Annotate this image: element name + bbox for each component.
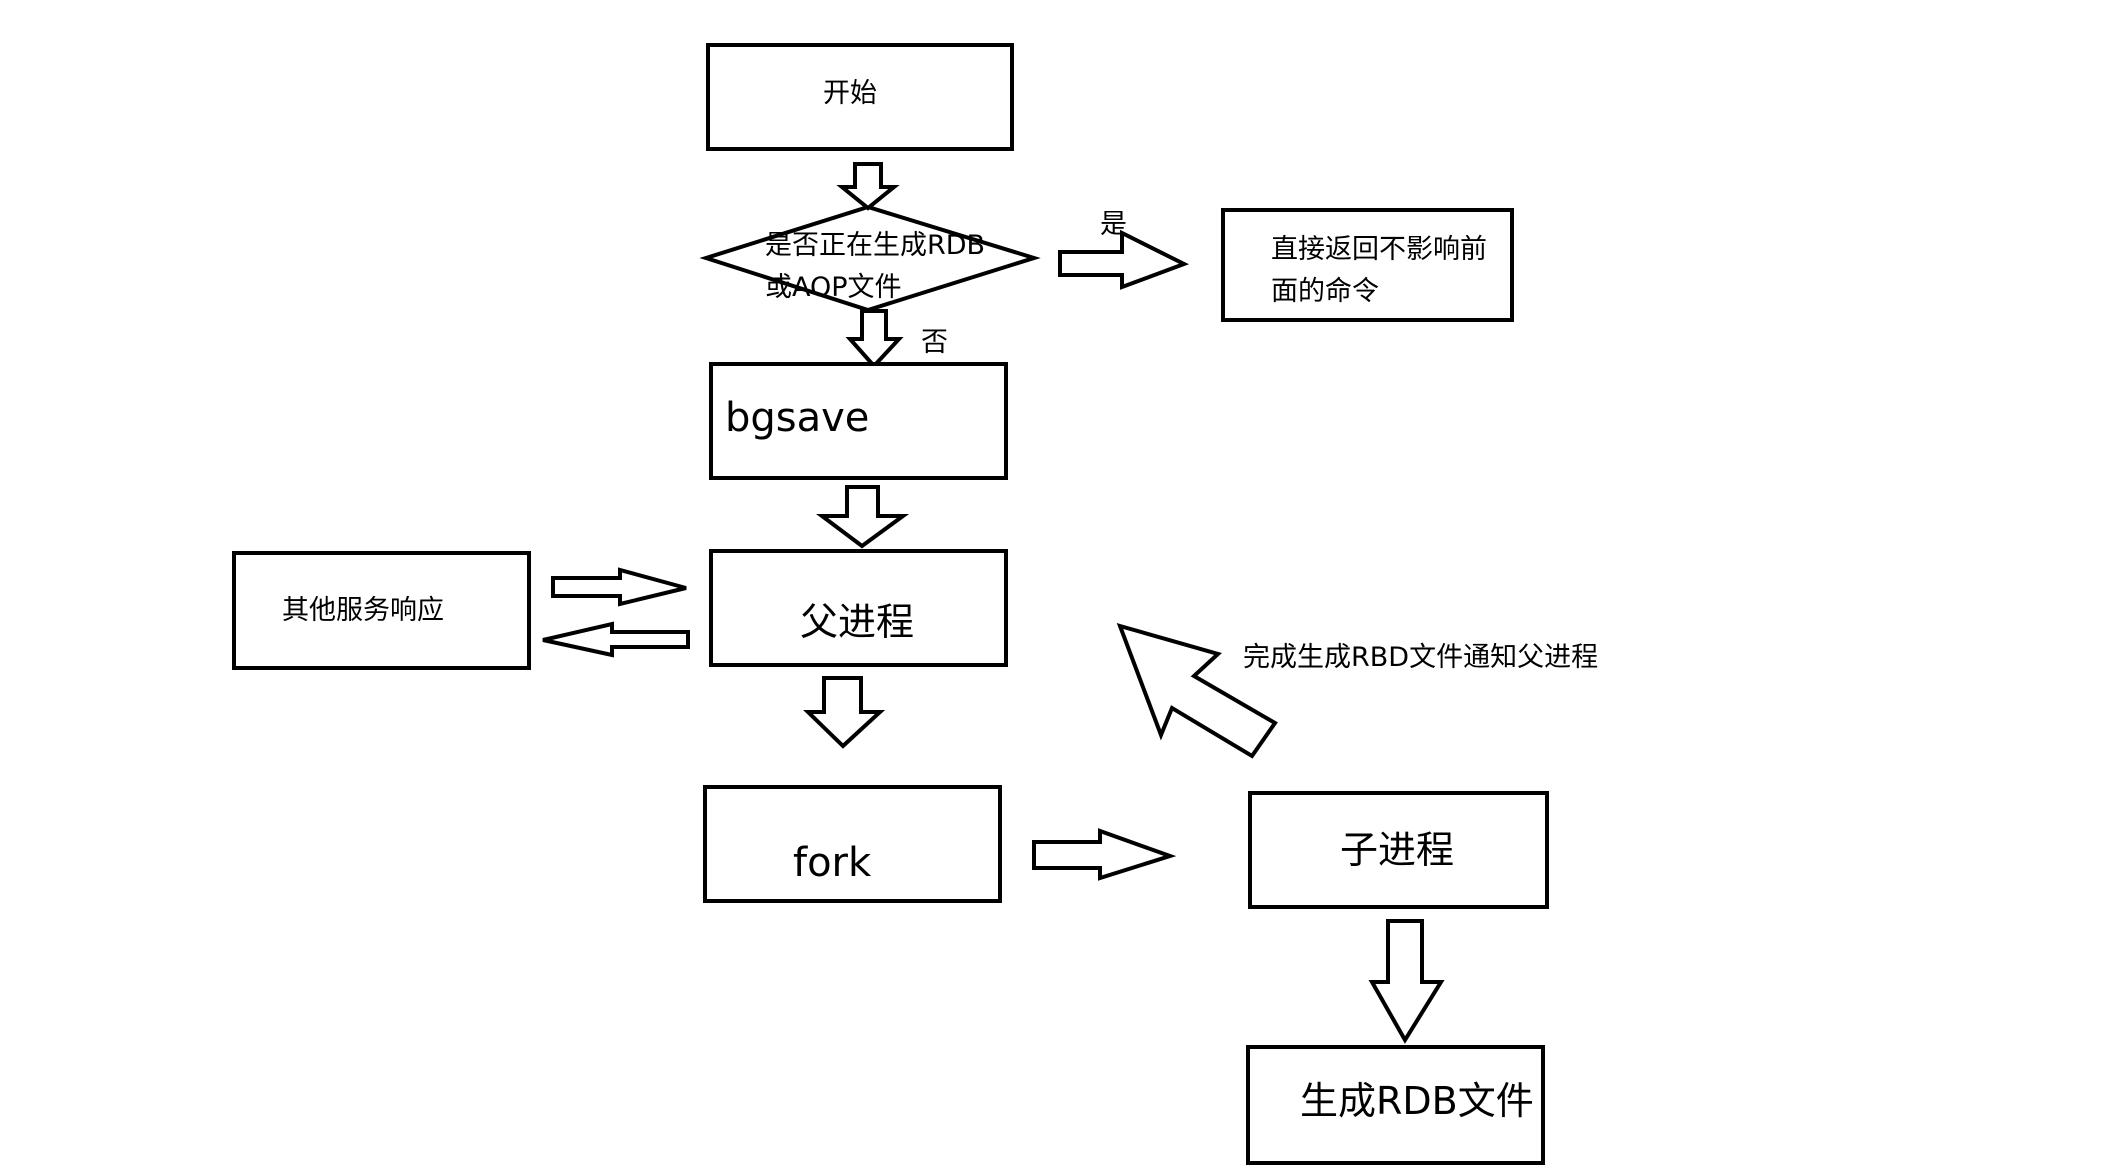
parent-process-box xyxy=(709,549,1008,667)
arrow-right-to-other xyxy=(551,567,687,607)
bgsave-box xyxy=(709,362,1008,480)
arrow-left-from-other xyxy=(542,621,690,658)
parent-process-label: 父进程 xyxy=(800,600,915,644)
generate-rdb-box xyxy=(1246,1045,1545,1165)
start-box xyxy=(706,43,1014,151)
other-services-box xyxy=(232,551,531,670)
yes-label: 是 xyxy=(1100,209,1127,240)
arrow-diagonal-notify xyxy=(1116,622,1278,759)
direct-return-label-line1: 直接返回不影响前 xyxy=(1271,234,1487,265)
child-process-box xyxy=(1248,791,1549,909)
other-services-label: 其他服务响应 xyxy=(282,595,444,626)
direct-return-label-line2: 面的命令 xyxy=(1271,276,1379,307)
arrow-down-bgsave xyxy=(816,485,910,549)
arrow-right-yes xyxy=(1058,229,1190,290)
arrow-down-parent xyxy=(803,676,886,749)
start-label: 开始 xyxy=(823,78,877,109)
arrow-down-child xyxy=(1368,919,1445,1044)
decision-label-line1: 是否正在生成RDB xyxy=(765,230,986,261)
decision-label-line2: 或AOP文件 xyxy=(765,272,902,303)
notify-parent-label: 完成生成RBD文件通知父进程 xyxy=(1243,642,1599,673)
arrow-down-start xyxy=(836,162,900,211)
bgsave-label: bgsave xyxy=(725,395,870,441)
fork-box xyxy=(703,785,1002,903)
arrow-right-fork xyxy=(1032,828,1177,881)
generate-rdb-label: 生成RDB文件 xyxy=(1300,1079,1534,1123)
child-process-label: 子进程 xyxy=(1340,828,1455,872)
arrow-down-decision xyxy=(845,309,904,369)
direct-return-box xyxy=(1221,208,1514,322)
fork-label: fork xyxy=(793,840,872,886)
decision-diamond xyxy=(699,204,1041,313)
no-label: 否 xyxy=(921,327,948,358)
